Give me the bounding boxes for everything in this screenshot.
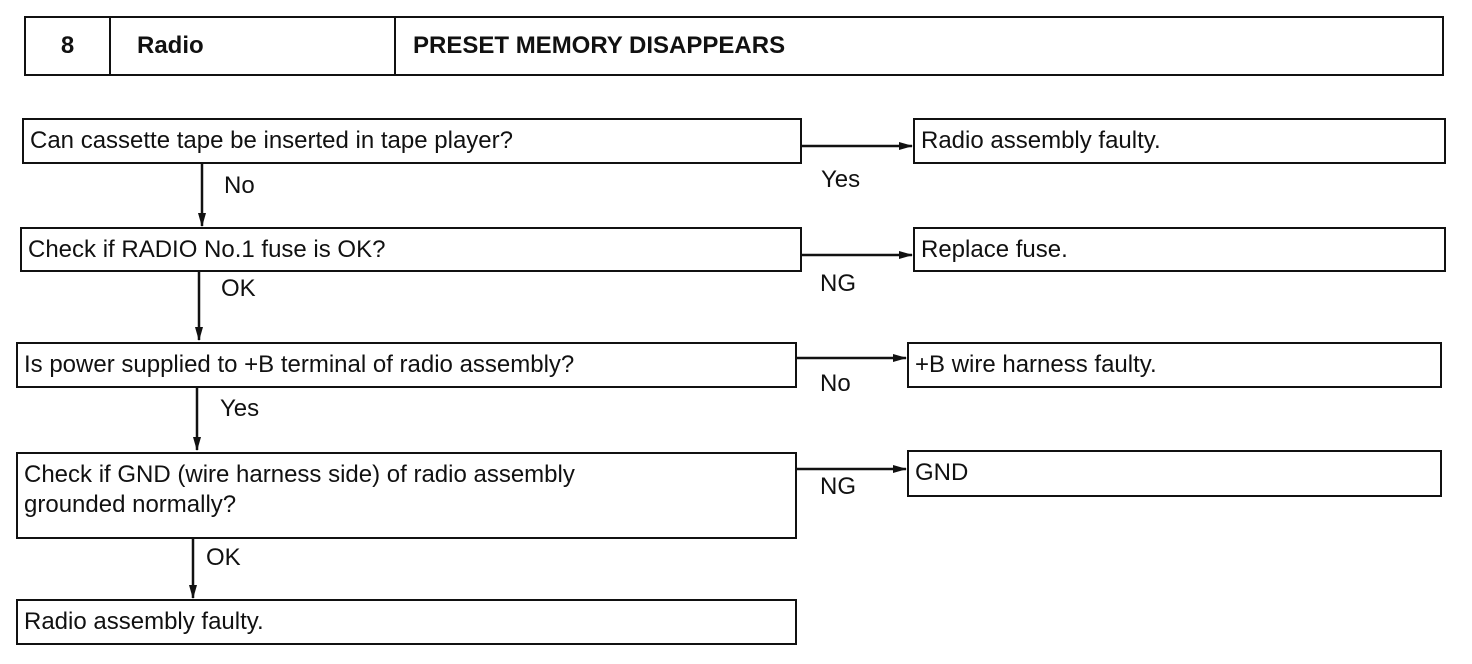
result-text: Radio assembly faulty. [921, 127, 1161, 154]
title-bar: 8 Radio PRESET MEMORY DISAPPEARS [24, 16, 1444, 76]
step-text: Is power supplied to +B terminal of radi… [24, 351, 575, 378]
result-box-gnd: GND [907, 450, 1442, 497]
step-text-line2: grounded normally? [24, 491, 237, 518]
result-text: Replace fuse. [921, 236, 1068, 263]
result-box-replace-fuse: Replace fuse. [913, 227, 1446, 272]
result-text: GND [915, 459, 969, 486]
step-text: Radio assembly faulty. [24, 608, 264, 635]
down-label-ok: OK [221, 275, 256, 302]
side-label-yes: Yes [821, 166, 861, 193]
step-box-fuse-check: Check if RADIO No.1 fuse is OK? [20, 227, 802, 272]
step-text: Can cassette tape be inserted in tape pl… [30, 127, 513, 154]
down-label-no: No [224, 172, 255, 199]
step-box-final: Radio assembly faulty. [16, 599, 797, 645]
step-box-cassette-check: Can cassette tape be inserted in tape pl… [22, 118, 802, 164]
step-box-power-check: Is power supplied to +B terminal of radi… [16, 342, 797, 388]
result-box-b-harness: +B wire harness faulty. [907, 342, 1442, 388]
step-box-gnd-check: Check if GND (wire harness side) of radi… [16, 452, 797, 539]
side-label-no: No [820, 370, 851, 397]
section-number: 8 [26, 18, 111, 74]
down-label-ok-2: OK [206, 544, 241, 571]
symptom-title: PRESET MEMORY DISAPPEARS [413, 32, 786, 59]
side-label-ng-2: NG [820, 473, 856, 500]
result-text: +B wire harness faulty. [915, 351, 1157, 378]
result-box-radio-faulty: Radio assembly faulty. [913, 118, 1446, 164]
side-label-ng: NG [820, 270, 856, 297]
system-name: Radio [111, 18, 396, 74]
step-text: Check if RADIO No.1 fuse is OK? [28, 236, 386, 263]
step-text: Check if GND (wire harness side) of radi… [24, 461, 575, 488]
down-label-yes: Yes [220, 395, 260, 422]
